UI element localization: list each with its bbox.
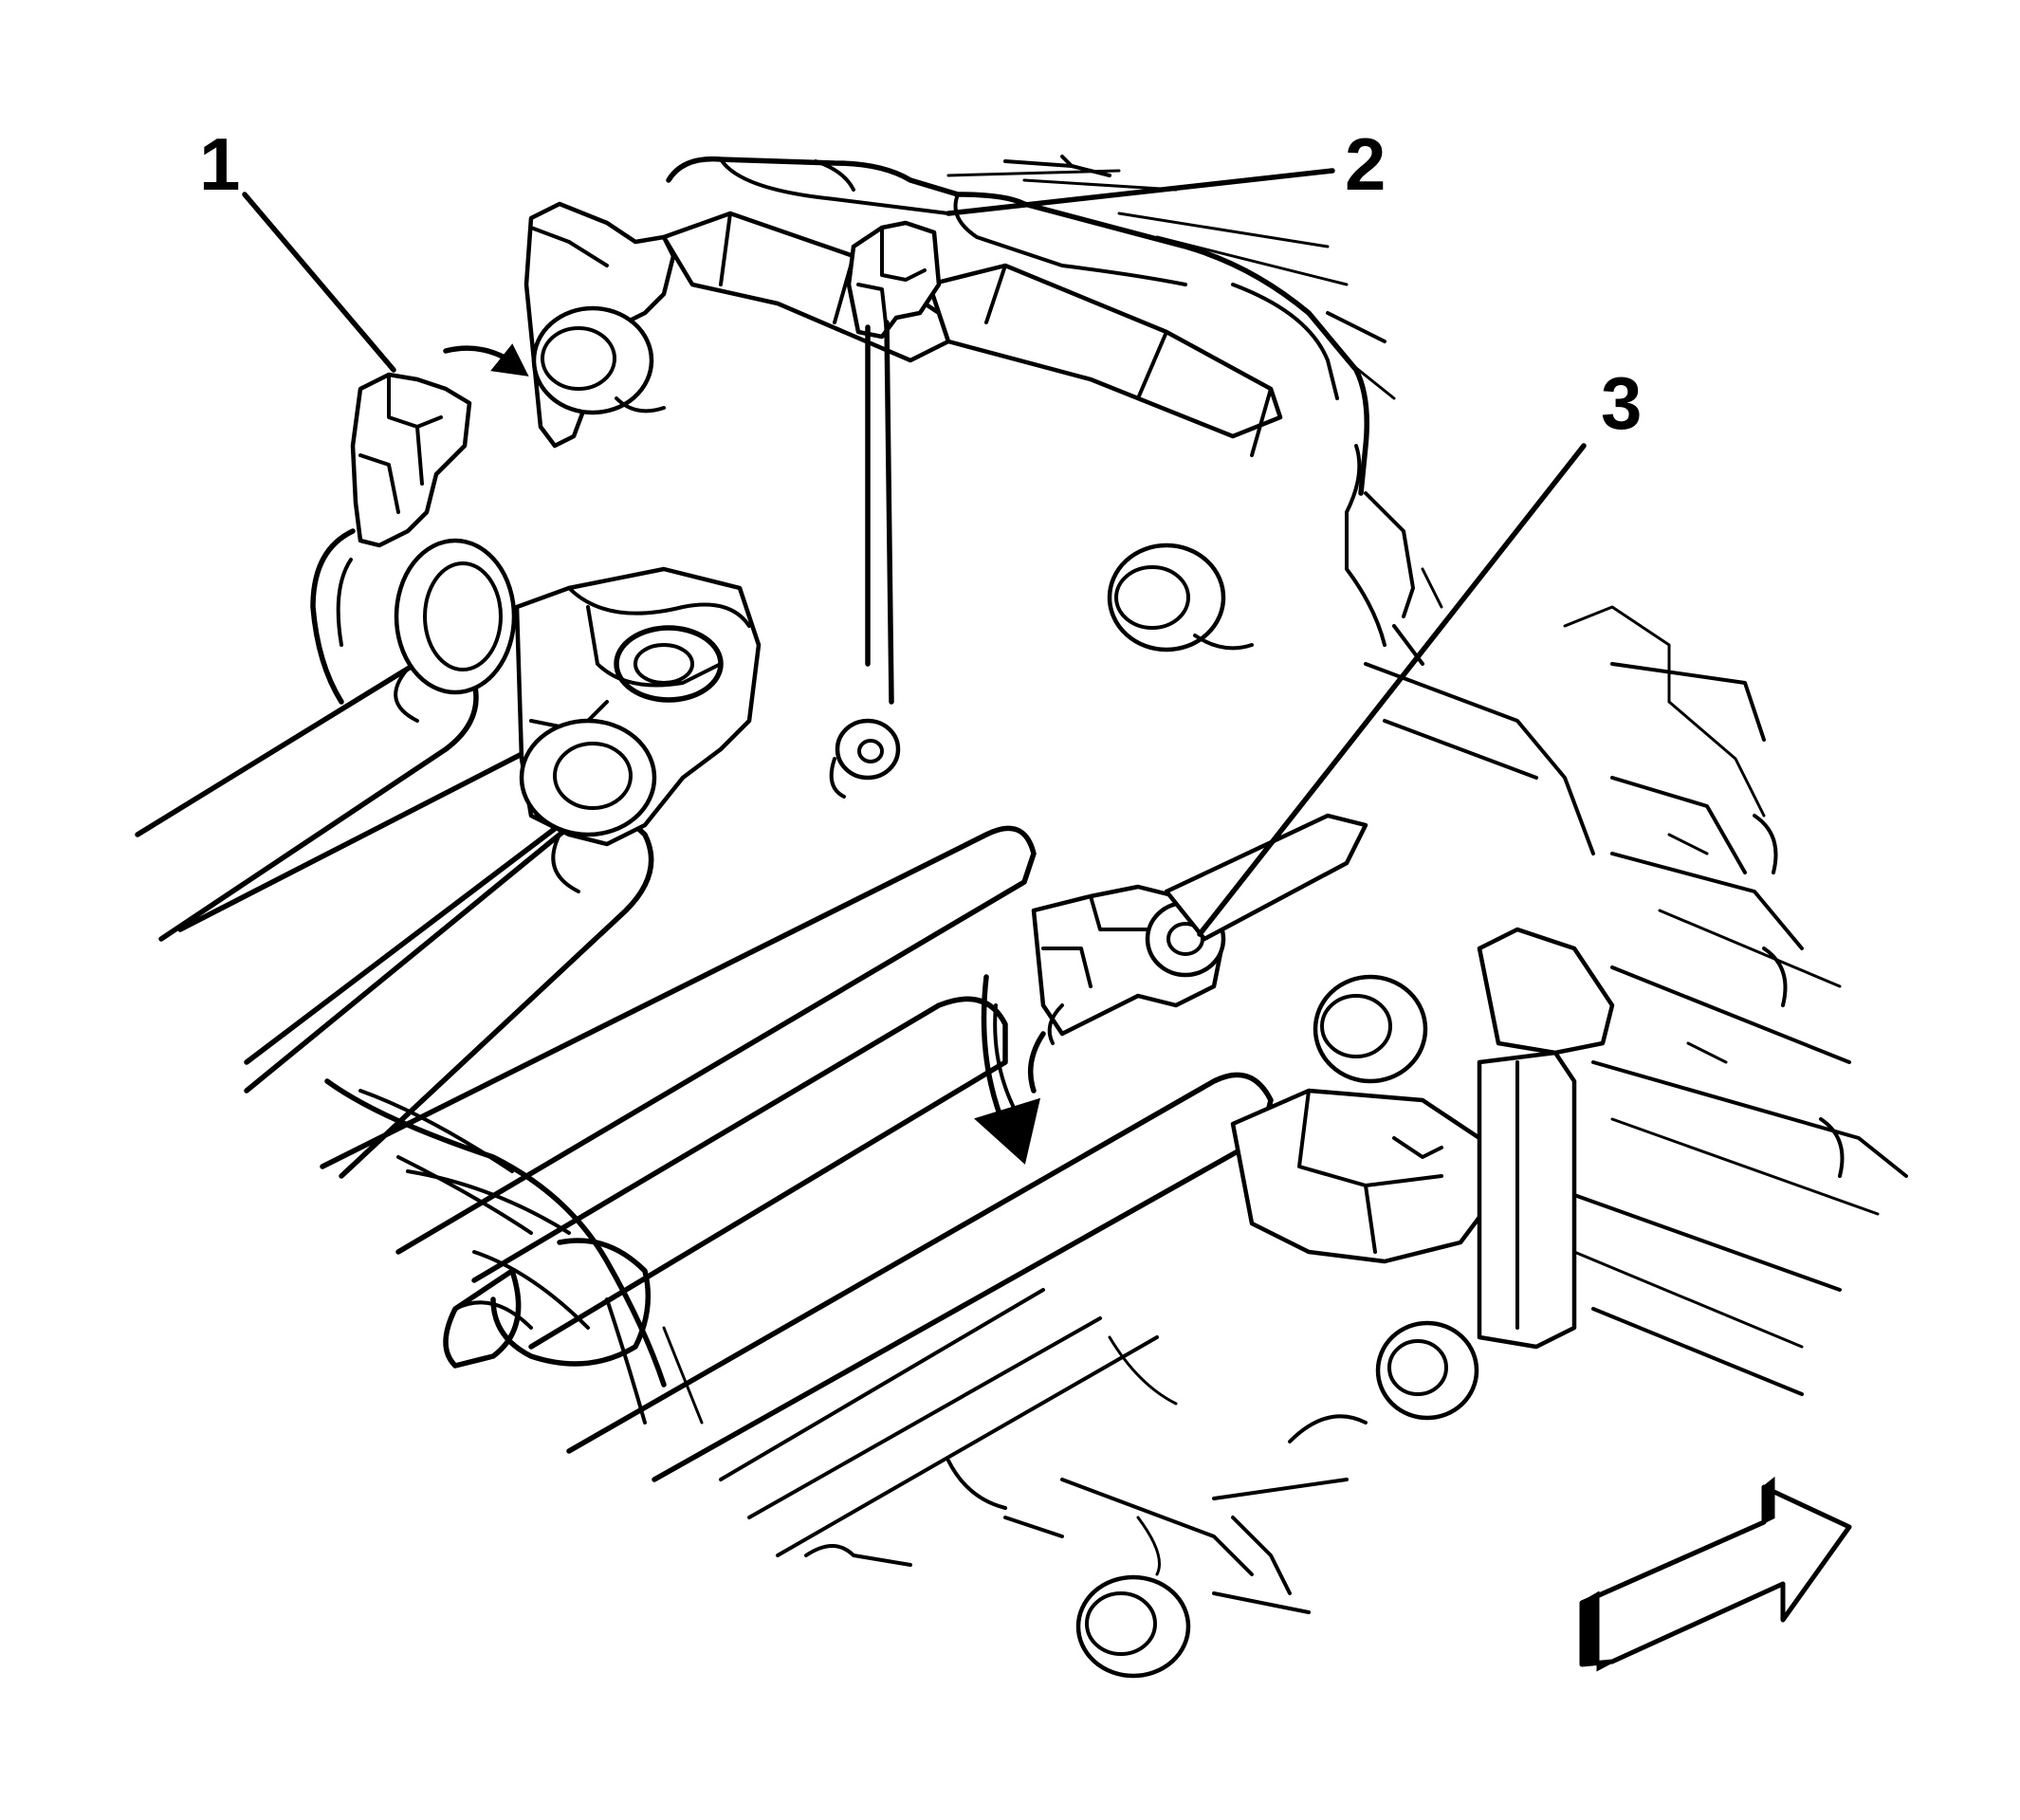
direction-arrow-icon <box>1579 1476 1852 1672</box>
shift-rods <box>135 656 1274 1482</box>
bolts <box>531 305 1479 1679</box>
shift-bracket <box>514 566 901 847</box>
callouts: 1 2 3 <box>199 122 1642 445</box>
push-down-arrow-icon <box>981 974 1008 1131</box>
callout-label-1: 1 <box>199 122 240 206</box>
clip-2-assembly <box>846 220 942 705</box>
clip-1-assembly <box>310 343 529 705</box>
leader-line-2 <box>946 168 1335 216</box>
callout-label-3: 3 <box>1601 361 1642 445</box>
clip-3-assembly <box>974 813 1368 1165</box>
leader-line-3 <box>1197 443 1587 937</box>
bolt-bottom <box>1075 1574 1191 1679</box>
leader-lines <box>242 168 1587 937</box>
connector-assembly <box>1230 927 1615 1350</box>
right-structure <box>1212 605 1908 1500</box>
bolt-upper-left <box>531 305 666 415</box>
bolt-upper-right <box>1107 542 1254 653</box>
lower-brackets <box>946 1459 1311 1614</box>
bolt-lower-right-2 <box>1375 1320 1479 1421</box>
bolt-lower-right <box>1313 974 1428 1084</box>
leader-line-1 <box>242 192 396 373</box>
callout-label-2: 2 <box>1345 122 1386 206</box>
